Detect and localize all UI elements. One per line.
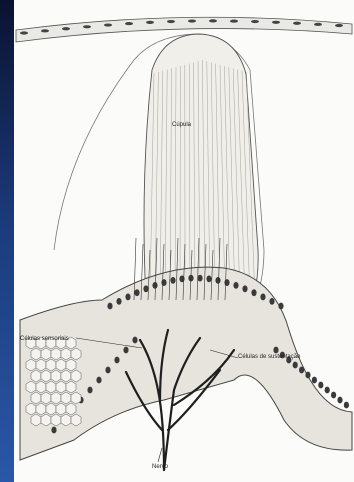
cell-nucleus [51,427,56,434]
cell-nucleus [305,372,310,379]
cell-nucleus [170,277,175,284]
membrane-nucleus [272,21,280,24]
label-cupula: Cúpula [172,122,191,128]
cell-nucleus [325,387,330,394]
cell-nucleus [312,377,317,384]
membrane-nucleus [251,20,259,23]
membrane-nucleus [188,19,196,22]
cell-nucleus [125,294,130,301]
cell-nucleus [132,337,137,344]
membrane-nucleus [209,19,217,22]
label-nerve: Nervo [152,464,168,470]
membrane-nucleus [146,21,154,24]
membrane-nucleus [293,22,301,25]
cell-nucleus [152,282,157,289]
cell-nucleus [224,279,229,286]
cell-nucleus [331,392,336,399]
cell-nucleus [114,357,119,364]
cell-nucleus [278,303,283,310]
cell-nucleus [337,397,342,404]
cell-nucleus [215,277,220,284]
cell-nucleus [96,377,101,384]
cell-nucleus [260,294,265,301]
membrane-nucleus [167,20,175,23]
cell-nucleus [116,298,121,305]
cell-nucleus [344,402,349,409]
cell-nucleus [161,279,166,286]
membrane-nucleus [83,25,91,28]
cell-nucleus [197,275,202,282]
membrane-nucleus [62,27,70,30]
membrane-nucleus [41,29,49,32]
cell-nucleus [299,367,304,374]
crista-ampullaris-drawing [14,0,354,482]
cell-nucleus [123,347,128,354]
membrane-nucleus [314,23,322,26]
cell-nucleus [273,347,278,354]
cell-nucleus [143,285,148,292]
cell-nucleus [251,289,256,296]
cell-nucleus [318,382,323,389]
membrane-nucleus [104,23,112,26]
label-sensory-cells: Células sensoriais [20,336,69,342]
membrane-nucleus [20,31,28,34]
cell-nucleus [107,303,112,310]
cell-nucleus [233,282,238,289]
cell-nucleus [206,275,211,282]
cell-nucleus [242,285,247,292]
label-support-cells: Células de sustentação [238,354,300,360]
cell-nucleus [105,367,110,374]
membrane-nucleus [335,24,343,27]
slide-side-band [0,0,14,482]
cell-nucleus [269,298,274,305]
membrane-nucleus [125,22,133,25]
cell-nucleus [87,387,92,394]
cell-nucleus [293,362,298,369]
membrane-nucleus [230,19,238,22]
cell-nucleus [134,289,139,296]
